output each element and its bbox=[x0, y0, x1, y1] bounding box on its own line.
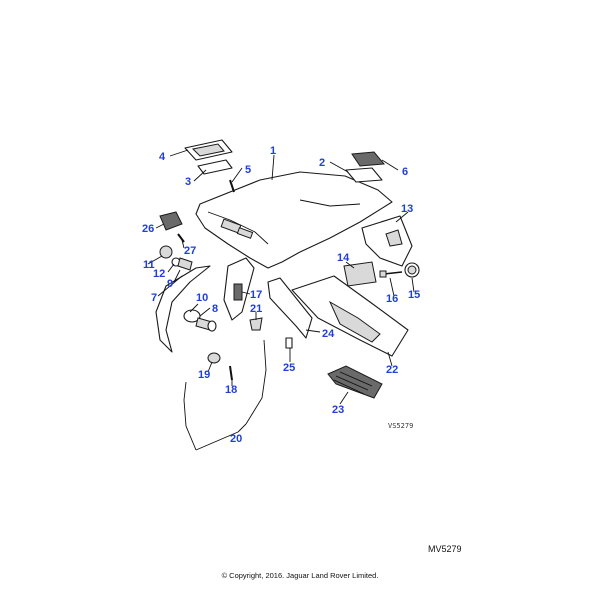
interior-lamp-part bbox=[184, 139, 233, 175]
plate-part bbox=[343, 261, 377, 287]
callout-17: 17 bbox=[250, 289, 262, 301]
bracket-part bbox=[159, 211, 183, 231]
clip-part bbox=[207, 352, 233, 381]
pillar-trim-part bbox=[223, 257, 255, 321]
callout-labels: 1 2 3 4 5 6 7 8 9 10 11 12 13 14 15 16 1… bbox=[142, 145, 420, 445]
pin-part bbox=[379, 270, 403, 278]
headlining-part bbox=[195, 171, 393, 269]
copyright-text: © Copyright, 2016. Jaguar Land Rover Lim… bbox=[222, 571, 379, 580]
a-pillar-trim-part bbox=[155, 265, 211, 353]
callout-22: 22 bbox=[386, 364, 398, 376]
leader-lines bbox=[147, 149, 415, 451]
callout-6: 6 bbox=[402, 166, 408, 178]
callout-25: 25 bbox=[283, 362, 295, 374]
cap-part bbox=[404, 262, 420, 278]
fastener-part bbox=[159, 245, 193, 271]
reference-label: MV5279 bbox=[428, 544, 462, 554]
callout-16: 16 bbox=[386, 293, 398, 305]
fastener-part-25 bbox=[285, 337, 293, 349]
callout-2: 2 bbox=[319, 157, 325, 169]
screw-part bbox=[229, 179, 235, 193]
callout-11: 11 bbox=[143, 259, 155, 271]
callout-21: 21 bbox=[250, 303, 262, 315]
callout-23: 23 bbox=[332, 404, 344, 416]
callout-9: 9 bbox=[167, 278, 173, 290]
callout-18: 18 bbox=[225, 384, 237, 396]
small-clip-part bbox=[249, 317, 263, 331]
grille-part bbox=[327, 365, 383, 399]
trim-strip-part bbox=[267, 277, 313, 339]
callout-7: 7 bbox=[151, 292, 157, 304]
callout-5: 5 bbox=[245, 164, 251, 176]
quarter-trim-part bbox=[361, 215, 413, 267]
parcel-shelf-part bbox=[291, 275, 409, 357]
callout-3: 3 bbox=[185, 176, 191, 188]
callout-10: 10 bbox=[196, 292, 208, 304]
callout-8: 8 bbox=[212, 303, 218, 315]
callout-13: 13 bbox=[401, 203, 413, 215]
screw-part-27 bbox=[177, 233, 185, 243]
callout-20: 20 bbox=[230, 433, 242, 445]
callout-24: 24 bbox=[322, 328, 335, 340]
callout-1: 1 bbox=[270, 145, 276, 157]
callout-15: 15 bbox=[408, 289, 420, 301]
callout-14: 14 bbox=[337, 252, 350, 264]
callout-26: 26 bbox=[142, 223, 154, 235]
callout-4: 4 bbox=[159, 151, 166, 163]
callout-19: 19 bbox=[198, 369, 210, 381]
callout-27: 27 bbox=[184, 245, 196, 257]
inner-reference-label: VS5279 bbox=[388, 422, 413, 430]
weatherstrip-part bbox=[183, 339, 267, 451]
callout-12: 12 bbox=[153, 268, 165, 280]
cover-panel-part bbox=[345, 151, 385, 183]
visor-clip-part bbox=[183, 309, 217, 332]
